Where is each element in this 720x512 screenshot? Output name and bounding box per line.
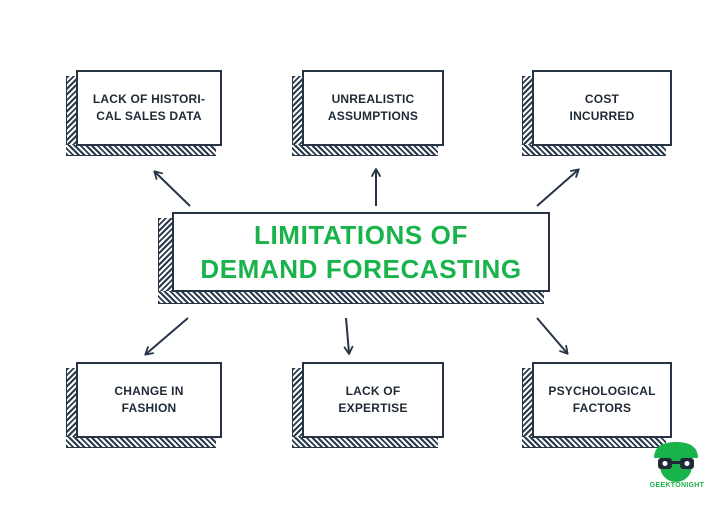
node-label: COST INCURRED <box>569 92 635 123</box>
arrow-bottom-left <box>144 317 189 356</box>
node-label: UNREALISTIC ASSUMPTIONS <box>327 92 419 123</box>
arrow-bottom-mid <box>343 317 354 355</box>
arrow-top-right <box>536 168 580 207</box>
arrow-top-left <box>153 170 191 207</box>
logo-wordmark: GEEKTONIGHT <box>649 482 705 489</box>
logo-mascot-icon <box>654 442 698 482</box>
node-psychological-factors: PSYCHOLOGICAL FACTORS <box>522 362 672 448</box>
node-label: LACK OF EXPERTISE <box>338 384 408 415</box>
center-title: LIMITATIONS OF DEMAND FORECASTING <box>200 220 522 284</box>
node-lack-of-expertise: LACK OF EXPERTISE <box>292 362 444 448</box>
node-unrealistic-assumptions: UNREALISTIC ASSUMPTIONS <box>292 70 444 156</box>
center-node-limitations-of-demand-forecasting: LIMITATIONS OF DEMAND FORECASTING <box>158 212 550 304</box>
node-cost-incurred: COST INCURRED <box>522 70 672 156</box>
node-lack-of-historical-sales-data: LACK OF HISTORI- CAL SALES DATA <box>66 70 222 156</box>
node-label: PSYCHOLOGICAL FACTORS <box>548 384 656 415</box>
node-change-in-fashion: CHANGE IN FASHION <box>66 362 222 448</box>
node-label: LACK OF HISTORI- CAL SALES DATA <box>92 92 206 123</box>
node-label: CHANGE IN FASHION <box>114 384 184 415</box>
geektonight-logo: GEEKTONIGHT <box>640 438 712 500</box>
arrow-bottom-right <box>536 317 569 355</box>
